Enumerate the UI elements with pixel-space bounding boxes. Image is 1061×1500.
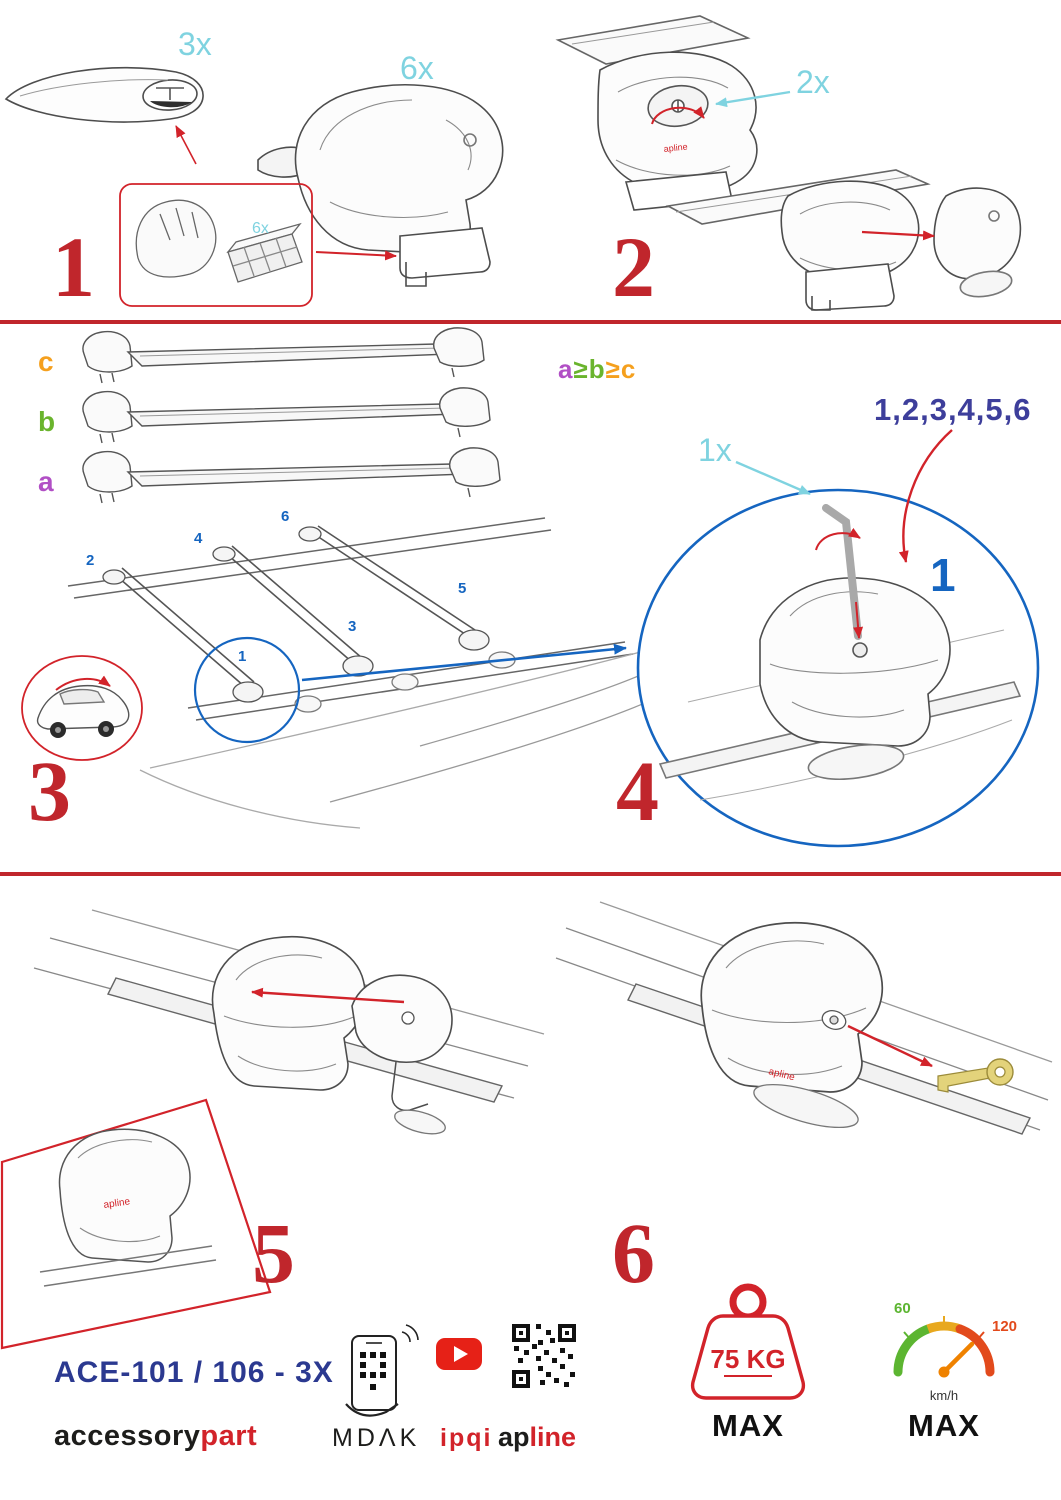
step6-number: 6 bbox=[612, 1205, 655, 1301]
ipqi-logo: ipqi bbox=[440, 1424, 493, 1452]
lock-foot-drawing: apline bbox=[555, 15, 791, 211]
step4-number: 4 bbox=[616, 743, 659, 839]
position-label-2: 2 bbox=[86, 552, 95, 569]
position-label-4: 4 bbox=[194, 530, 203, 547]
roof-overview-drawing bbox=[67, 517, 693, 829]
position-label-3: 3 bbox=[348, 618, 357, 635]
step3-number: 3 bbox=[28, 743, 71, 839]
speed-high-label: 120 bbox=[992, 1318, 1018, 1335]
step1-pad-qty-label: 6x bbox=[252, 220, 269, 237]
section-divider-top bbox=[0, 320, 1061, 324]
bar-size-label-b: b bbox=[38, 406, 56, 437]
accessorypart-logo-part: part bbox=[200, 1420, 258, 1452]
rule-c: c bbox=[620, 354, 637, 384]
crossbar-profile-drawing bbox=[4, 66, 204, 165]
position-label-5: 5 bbox=[458, 580, 467, 597]
section-divider-bottom bbox=[0, 872, 1061, 876]
foot-clamp-drawing bbox=[257, 84, 504, 287]
rule-ge1: ≥ bbox=[573, 354, 589, 384]
mdak-logo: MDΛK bbox=[332, 1424, 421, 1452]
position-label-6: 6 bbox=[281, 508, 290, 525]
step2-lock-qty-label: 2x bbox=[796, 64, 830, 100]
max-weight-value: 75 KG bbox=[710, 1344, 786, 1374]
step1-bar-qty-label: 3x bbox=[178, 26, 212, 62]
rule-ge2: ≥ bbox=[605, 354, 621, 384]
qr-code-icon bbox=[512, 1324, 576, 1388]
apline-logo-ap: ap bbox=[498, 1422, 530, 1452]
pad-detail-box-drawing bbox=[119, 183, 397, 307]
bar-size-label-a: a bbox=[38, 466, 54, 497]
max-weight-label: MAX bbox=[712, 1408, 784, 1443]
step1-foot-qty-label: 6x bbox=[400, 50, 434, 86]
speed-unit-label: km/h bbox=[929, 1388, 959, 1403]
accessorypart-logo: accessorypart bbox=[54, 1420, 257, 1453]
foot-detail-ellipse-drawing bbox=[636, 429, 1040, 848]
crossbar-size-c-drawing bbox=[82, 327, 485, 384]
speed-low-label: 60 bbox=[894, 1300, 911, 1317]
crossbar-size-a-drawing bbox=[82, 447, 501, 504]
foot-logo-text: apline bbox=[103, 1196, 131, 1211]
phone-scan-icon bbox=[345, 1324, 419, 1417]
foot-logo-text: apline bbox=[663, 142, 688, 154]
bar-size-rule: a≥b≥c bbox=[558, 354, 636, 385]
step5-number: 5 bbox=[252, 1205, 295, 1301]
speedometer-icon bbox=[893, 1316, 995, 1378]
crossbar-size-b-drawing bbox=[82, 387, 491, 444]
lock-key-drawing: apline bbox=[555, 901, 1053, 1135]
apline-logo-line: line bbox=[529, 1422, 577, 1452]
tighten-sequence-label: 1,2,3,4,5,6 bbox=[874, 392, 1032, 427]
rail-insert-drawing bbox=[33, 909, 545, 1135]
first-position-label: 1 bbox=[930, 549, 956, 601]
car-inset-drawing bbox=[21, 655, 143, 761]
youtube-icon bbox=[436, 1338, 482, 1370]
step1-number: 1 bbox=[52, 219, 95, 315]
bar-size-label-c: c bbox=[38, 346, 54, 377]
rule-b: b bbox=[588, 354, 606, 384]
step2-number: 2 bbox=[612, 219, 655, 315]
rule-a: a bbox=[558, 354, 574, 384]
product-code: ACE-101 / 106 - 3X bbox=[54, 1356, 334, 1389]
max-speed-label: MAX bbox=[908, 1408, 980, 1443]
accessorypart-logo-accessory: accessory bbox=[54, 1420, 201, 1452]
bar-endcap-drawing bbox=[665, 169, 1022, 311]
position-label-1: 1 bbox=[238, 648, 247, 665]
apline-logo: apline bbox=[498, 1422, 576, 1453]
weight-limit-icon bbox=[690, 1283, 806, 1400]
foot-inset-drawing: apline bbox=[0, 1098, 272, 1350]
step4-tool-qty-label: 1x bbox=[698, 432, 732, 468]
